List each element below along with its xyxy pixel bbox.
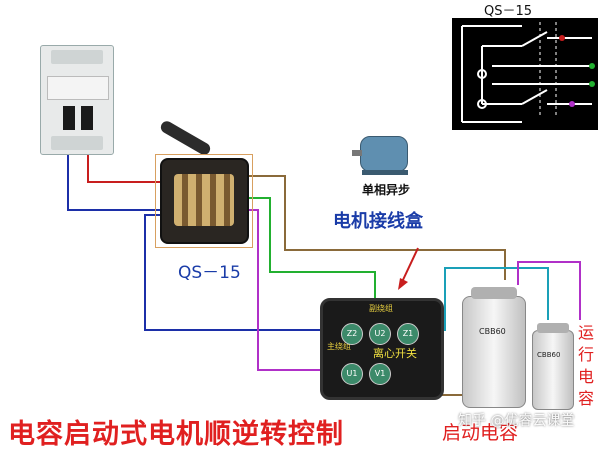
wire-green-u2: [232, 197, 376, 320]
pointer-arrow: [401, 247, 419, 283]
rotary-switch: [160, 158, 249, 244]
switch-frame: [155, 154, 253, 248]
run-capacitor-label: 运行电容: [578, 323, 595, 408]
terminal-z1: Z1: [397, 323, 419, 345]
motor-base: [362, 170, 408, 175]
start-capacitor-brand: CBB60: [479, 327, 506, 336]
terminal-z2: Z2: [341, 323, 363, 345]
motor-image: [352, 128, 422, 176]
inset-diagram: [452, 18, 598, 130]
run-capacitor: CBB60: [532, 323, 574, 410]
breaker-brand-plate: [47, 76, 109, 100]
terminal-box: 副绕组 主绕组 离心开关 Z2 U2 Z1 U1 V1: [320, 298, 444, 400]
terminal-left-text: 主绕组: [327, 342, 351, 351]
start-capacitor-label: 启动电容: [442, 422, 519, 444]
watermark: 知乎 @优睿云课堂: [458, 413, 575, 429]
circuit-breaker: [40, 45, 114, 155]
terminal-top-text: 副绕组: [369, 304, 393, 313]
terminal-u2: U2: [369, 323, 391, 345]
breaker-handle-right: [81, 106, 93, 130]
junction-box-label: 电机接线盒: [333, 211, 423, 232]
wire-blue-breaker: [67, 150, 175, 211]
inset-schematic: [461, 22, 595, 123]
breaker-top-terminals: [51, 50, 103, 64]
motor-shaft: [352, 150, 362, 156]
breaker-bottom-terminals: [51, 136, 103, 150]
switch-contacts: [174, 174, 234, 226]
centrifugal-switch-text: 离心开关: [373, 347, 417, 360]
inset-label: QS－15: [484, 4, 533, 19]
terminal-u1: U1: [341, 363, 363, 385]
motor-caption: 单相异步: [362, 183, 411, 197]
start-capacitor-cap: [471, 287, 517, 299]
wire-brown: [238, 175, 506, 280]
wire-purple-run: [517, 261, 581, 320]
breaker-handle-left: [63, 106, 75, 130]
page-title: 电容启动式电机顺逆转控制: [8, 419, 344, 450]
motor-body: [360, 136, 408, 172]
terminal-v1: V1: [369, 363, 391, 385]
run-capacitor-brand: CBB60: [537, 351, 561, 359]
switch-label: QS－15: [178, 263, 241, 283]
start-capacitor: CBB60: [462, 287, 526, 408]
pointer-arrow-head: [398, 278, 408, 290]
wire-red: [87, 150, 182, 183]
run-capacitor-cap: [537, 323, 569, 333]
